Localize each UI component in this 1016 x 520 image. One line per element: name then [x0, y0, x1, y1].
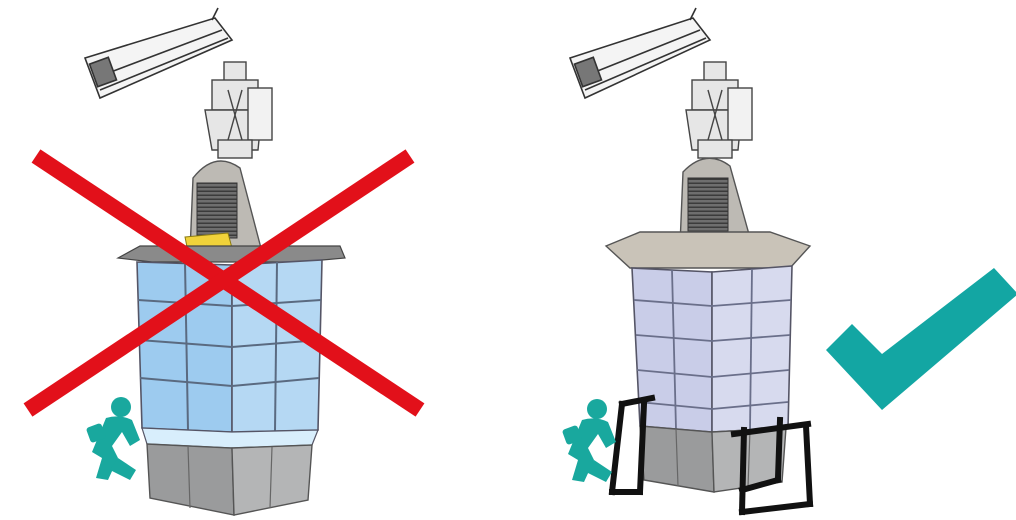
crane-jib-right: [570, 8, 710, 98]
glass-container-right: [632, 266, 792, 432]
teal-checkmark-icon: [826, 268, 1016, 410]
hopper-hood-right: [606, 158, 810, 268]
hopper-hood-left: [118, 161, 345, 262]
lifting-clamp-right: [686, 62, 752, 158]
panel-incorrect: [28, 8, 420, 515]
lifting-clamp-left: [205, 62, 272, 158]
crane-jib-left: [85, 8, 232, 98]
crouching-worker-icon: [562, 399, 616, 482]
panel-correct: [562, 8, 1016, 512]
crouching-worker-icon: [86, 397, 140, 480]
bottom-skirt-left: [147, 444, 312, 515]
